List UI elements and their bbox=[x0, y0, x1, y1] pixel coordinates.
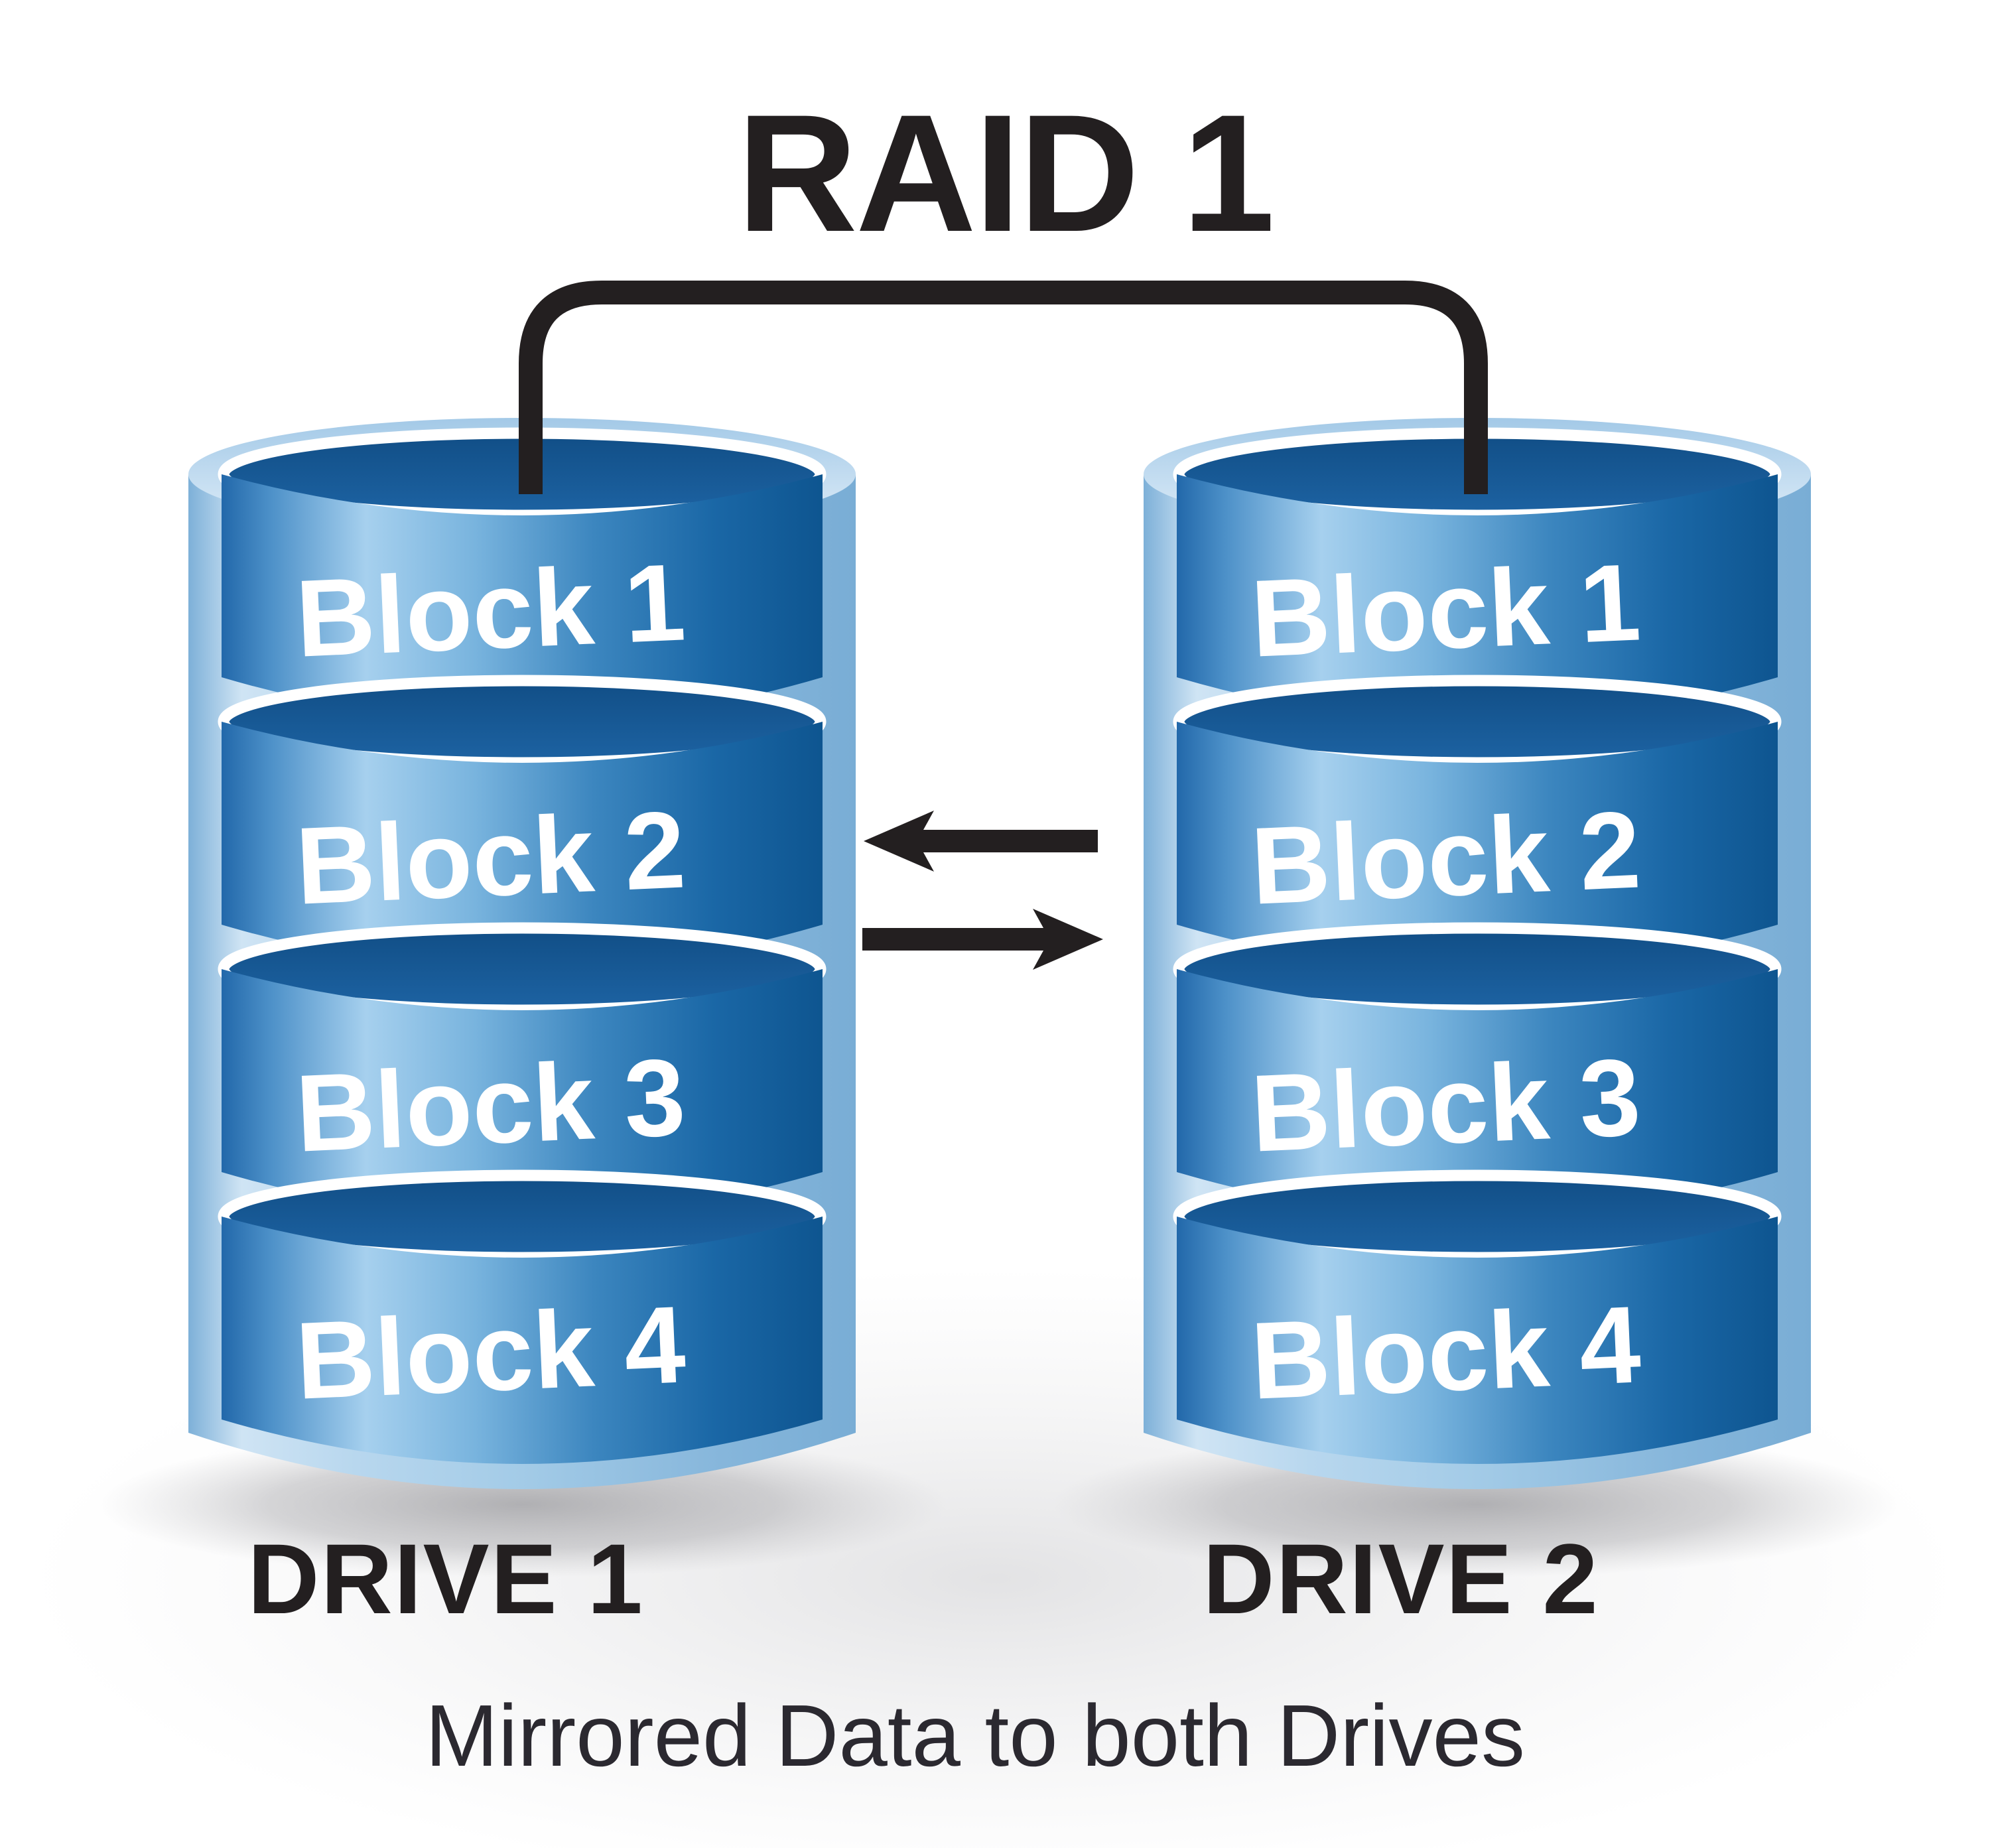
diagram-title: RAID 1 bbox=[737, 80, 1273, 267]
diagram-caption: Mirrored Data to both Drives bbox=[425, 1687, 1525, 1784]
block-body bbox=[222, 1217, 823, 1464]
drive-1: Block 1 Block 2 Block 3 Block 4 bbox=[98, 418, 947, 1577]
drive-2-label: DRIVE 2 bbox=[1203, 1523, 1599, 1634]
block-segment: Block 2 bbox=[218, 675, 827, 969]
block-body bbox=[222, 722, 823, 969]
mirror-link-connector bbox=[519, 281, 1488, 494]
block-segment: Block 4 bbox=[1173, 1169, 1782, 1464]
block-segment: Block 1 bbox=[218, 427, 827, 722]
block-label: Block 4 bbox=[1248, 1283, 1642, 1421]
sync-arrow-right-icon bbox=[862, 909, 1103, 970]
drive-shadow bbox=[1053, 1431, 1902, 1577]
block-label: Block 3 bbox=[1248, 1035, 1642, 1174]
block-label: Block 1 bbox=[1248, 541, 1642, 679]
block-label: Block 4 bbox=[293, 1283, 687, 1421]
block-segment: Block 3 bbox=[1173, 922, 1782, 1217]
block-segment: Block 2 bbox=[1173, 675, 1782, 969]
block-body bbox=[1177, 474, 1778, 722]
block-label: Block 2 bbox=[293, 788, 687, 927]
block-body bbox=[1177, 969, 1778, 1217]
block-body bbox=[222, 474, 823, 722]
drive-shadow bbox=[98, 1431, 947, 1577]
sync-arrow-left-icon bbox=[864, 811, 1098, 872]
block-body bbox=[222, 969, 823, 1217]
drive-1-label: DRIVE 1 bbox=[247, 1523, 644, 1634]
block-body bbox=[1177, 1217, 1778, 1464]
block-label: Block 2 bbox=[1248, 788, 1642, 927]
block-label: Block 1 bbox=[293, 541, 687, 679]
block-label: Block 3 bbox=[293, 1035, 687, 1174]
block-segment: Block 3 bbox=[218, 922, 827, 1217]
block-segment: Block 4 bbox=[218, 1169, 827, 1464]
block-body bbox=[1177, 722, 1778, 969]
drive-2: Block 1 Block 2 Block 3 Block 4 bbox=[1053, 418, 1902, 1577]
